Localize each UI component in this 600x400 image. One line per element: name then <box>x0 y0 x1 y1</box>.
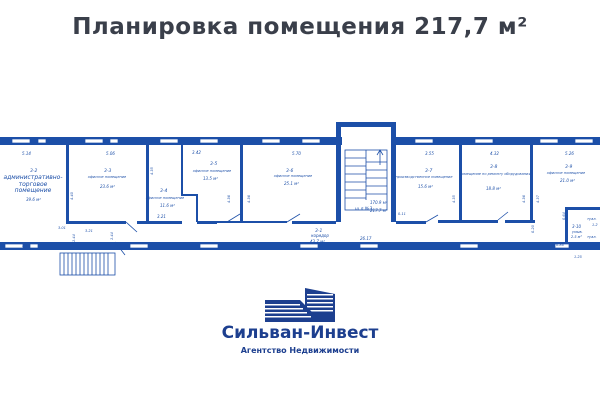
svg-text:1.2: 1.2 <box>592 243 598 247</box>
svg-text:ш.л.№3: ш.л.№3 <box>355 206 373 212</box>
svg-text:13.5 м²: 13.5 м² <box>203 176 218 181</box>
svg-text:0.64: 0.64 <box>562 212 566 220</box>
svg-text:3.21: 3.21 <box>85 229 93 233</box>
svg-text:23.6 м²: 23.6 м² <box>100 184 115 189</box>
svg-text:3-6: 3-6 <box>286 168 293 174</box>
svg-text:5.15: 5.15 <box>22 244 31 248</box>
svg-text:15.6 м²: 15.6 м² <box>418 184 433 189</box>
svg-text:25.1 м²: 25.1 м² <box>284 181 299 186</box>
svg-text:5.06: 5.06 <box>106 151 115 156</box>
svg-text:3-9: 3-9 <box>565 164 572 170</box>
page-title: Планировка помещения 217,7 м² <box>72 14 528 40</box>
svg-text:4.36: 4.36 <box>227 194 231 203</box>
svg-text:офисное помещение: офисное помещение <box>146 196 184 200</box>
svg-text:3-3: 3-3 <box>104 168 111 174</box>
brand-logo-icon <box>265 288 335 322</box>
svg-text:4.37: 4.37 <box>536 194 540 203</box>
svg-text:1.2: 1.2 <box>592 223 598 227</box>
svg-text:производственное помещение: производственное помещение <box>396 175 453 179</box>
room-3-2-name: административно-торговое помещение <box>3 174 63 194</box>
windows <box>4 138 594 249</box>
svg-text:3-7: 3-7 <box>425 168 432 174</box>
svg-text:5.26: 5.26 <box>565 151 574 156</box>
staircase <box>59 149 388 276</box>
svg-text:1.44: 1.44 <box>72 234 76 242</box>
svg-text:0.86: 0.86 <box>556 243 565 247</box>
brand-name: Сильван-Инвест <box>221 323 379 343</box>
svg-text:помещение по ремонту оборудова: помещение по ремонту оборудования <box>460 172 531 176</box>
svg-text:офисное помещение: офисное помещение <box>193 169 231 173</box>
svg-text:3-10: 3-10 <box>572 224 582 229</box>
svg-text:туал.: туал. <box>587 217 597 221</box>
svg-text:4.35: 4.35 <box>452 194 456 203</box>
svg-text:3.55: 3.55 <box>425 151 434 156</box>
svg-text:4.35: 4.35 <box>150 166 154 175</box>
svg-text:11.6 м²: 11.6 м² <box>160 203 175 208</box>
svg-text:4.32: 4.32 <box>490 151 499 156</box>
dimension-labels: 4.40 3.21 4.35 4.36 4.36 4.35 4.36 4.37 … <box>22 166 566 248</box>
brand-tagline: Агентство Недвижимости <box>240 346 360 355</box>
svg-text:26.17: 26.17 <box>360 236 372 241</box>
svg-text:18.8 м²: 18.8 м² <box>486 186 501 191</box>
room-labels: 5.14 3-2 39.6 м² 5.06 3-3 офисное помеще… <box>22 150 598 259</box>
svg-text:217.7 м²: 217.7 м² <box>370 208 388 213</box>
svg-text:3.21: 3.21 <box>157 214 166 219</box>
svg-text:21.0 м²: 21.0 м² <box>560 178 575 183</box>
svg-text:4.40: 4.40 <box>70 191 74 200</box>
svg-text:коридор: коридор <box>311 233 329 238</box>
svg-text:1.25: 1.25 <box>574 255 583 259</box>
svg-text:2.5 м²: 2.5 м² <box>571 235 582 239</box>
svg-text:туал.: туал. <box>587 235 597 239</box>
svg-text:3-4: 3-4 <box>160 188 167 194</box>
svg-text:3-2: 3-2 <box>30 168 37 174</box>
svg-text:3-5: 3-5 <box>210 161 217 167</box>
svg-text:4.36: 4.36 <box>247 194 251 203</box>
svg-text:офисное помещение: офисное помещение <box>547 171 585 175</box>
svg-text:3.01: 3.01 <box>58 226 66 230</box>
svg-text:умыв.: умыв. <box>571 230 583 234</box>
svg-text:3-1: 3-1 <box>315 228 322 234</box>
svg-text:43.7 м²: 43.7 м² <box>310 239 325 244</box>
svg-text:5.70: 5.70 <box>292 151 301 156</box>
doors <box>114 211 509 256</box>
svg-text:3-8: 3-8 <box>490 164 497 170</box>
svg-text:офисное помещение: офисное помещение <box>88 175 126 179</box>
svg-text:39.6 м²: 39.6 м² <box>26 197 41 202</box>
svg-text:170.9 м²: 170.9 м² <box>370 200 388 205</box>
svg-text:0.20: 0.20 <box>531 224 535 233</box>
svg-text:5.14: 5.14 <box>22 151 31 156</box>
svg-text:3.42: 3.42 <box>192 150 201 155</box>
svg-text:4.36: 4.36 <box>522 194 526 203</box>
svg-text:1.44: 1.44 <box>110 232 114 240</box>
svg-text:0.11: 0.11 <box>398 212 406 216</box>
svg-text:офисное помещение: офисное помещение <box>274 174 312 178</box>
